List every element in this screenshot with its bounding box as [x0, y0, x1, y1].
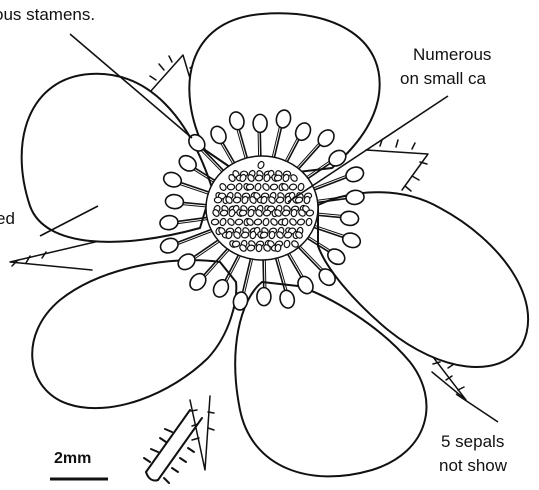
pistil — [220, 210, 228, 216]
pistil — [227, 184, 235, 190]
pistil — [270, 184, 278, 191]
sepals-label-line1: 5 sepals — [441, 431, 504, 453]
pistil — [275, 244, 282, 252]
pistil — [246, 184, 254, 190]
sepals-label-line2: not show — [439, 455, 507, 477]
pistil — [255, 175, 263, 181]
petal-top — [189, 13, 379, 178]
stem — [144, 410, 202, 483]
receptacle — [206, 156, 318, 260]
pistil — [214, 197, 222, 203]
petals-label: ed — [0, 208, 15, 230]
stamens-label: ous stamens. — [0, 4, 95, 26]
stamen-anther — [257, 287, 271, 305]
sepal-right — [366, 140, 428, 191]
stamen-anther — [344, 165, 366, 185]
stamen-anther — [253, 114, 267, 132]
pistil — [284, 240, 291, 248]
stamen-anther — [158, 236, 180, 256]
leader-sepals — [456, 394, 498, 422]
pistil — [233, 197, 241, 203]
pistils-label-line1: Numerous — [413, 44, 491, 66]
scale-bar-label: 2mm — [54, 448, 91, 470]
pistils-label-line2: on small ca — [400, 68, 486, 90]
sepal-left — [10, 238, 112, 270]
pistil — [306, 218, 313, 226]
pistil — [211, 219, 219, 225]
pistil — [274, 175, 282, 182]
pistil — [239, 210, 247, 217]
pistil — [235, 219, 243, 226]
sepal-bottom-left — [190, 396, 214, 470]
